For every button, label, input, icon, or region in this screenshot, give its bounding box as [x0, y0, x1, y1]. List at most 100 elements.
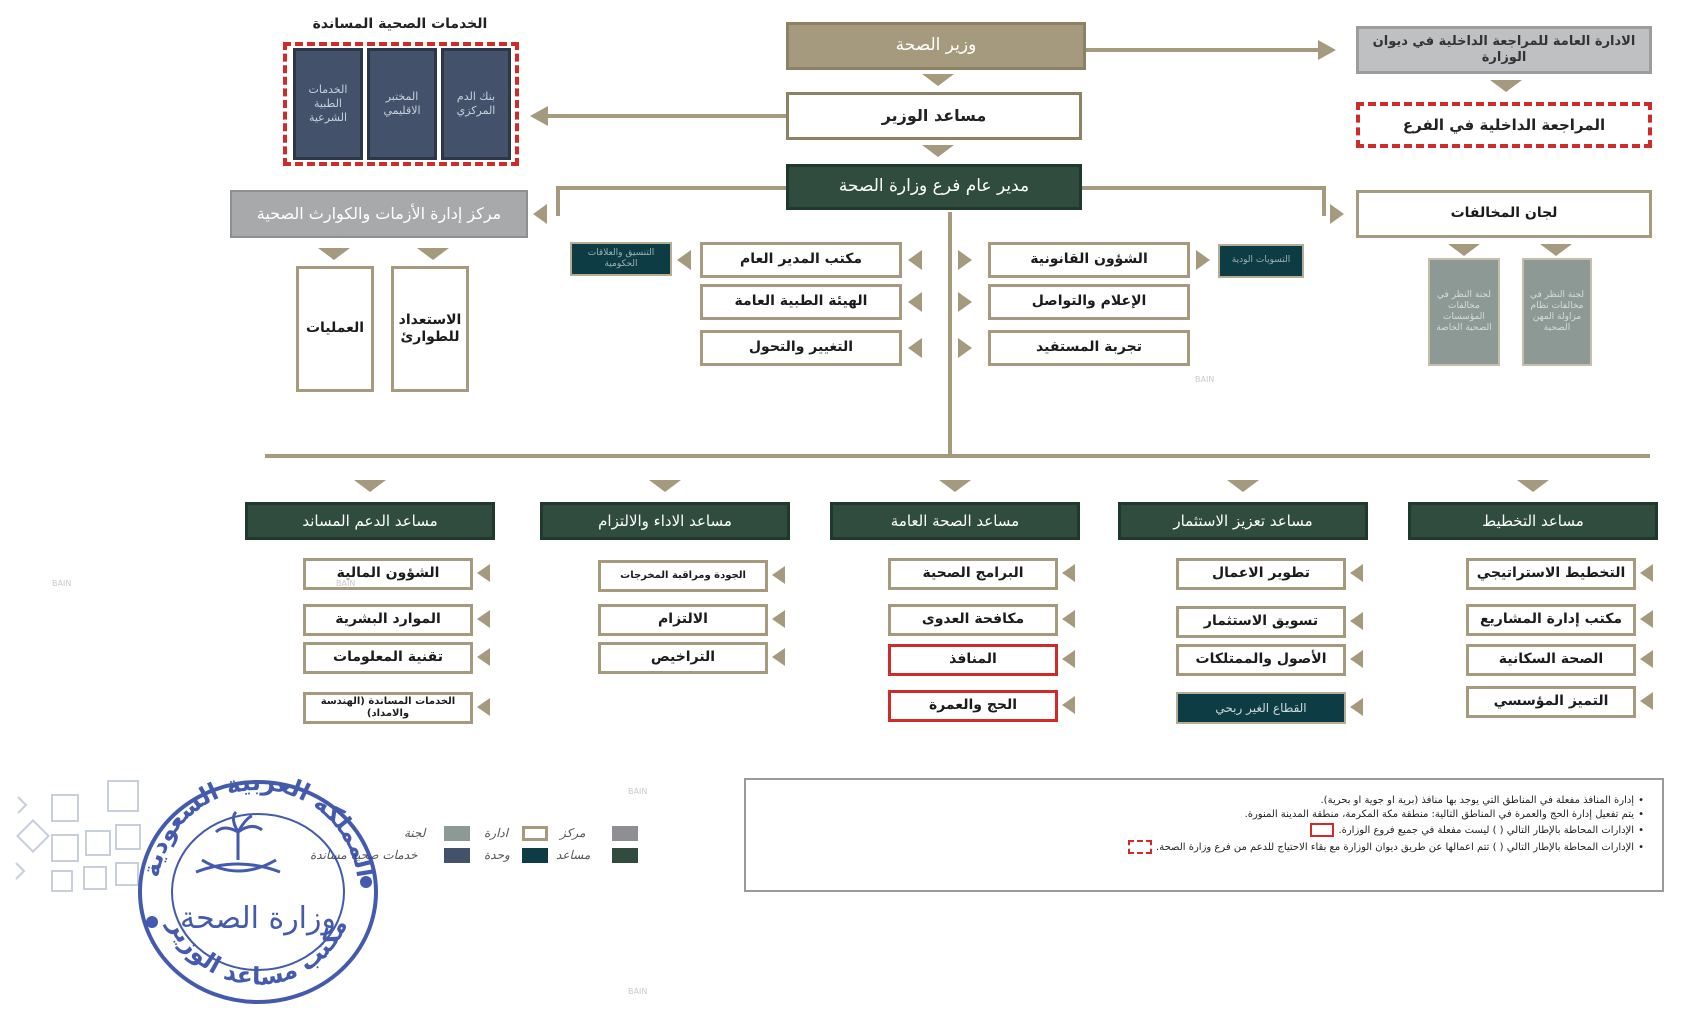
- department-label: تطوير الاعمال: [1211, 565, 1311, 582]
- department-label: الأصول والممتلكات: [1195, 651, 1327, 668]
- department-box[interactable]: الجودة ومراقبة المخرجات: [598, 560, 768, 592]
- department-box[interactable]: الحج والعمرة: [888, 690, 1058, 722]
- arrow-left-icon: [1350, 698, 1363, 716]
- assistant-title: مساعد الصحة العامة: [890, 511, 1020, 530]
- department-box[interactable]: التخطيط الاستراتيجي: [1466, 558, 1636, 590]
- arrow-right-icon: [958, 250, 972, 270]
- assistant-title-box[interactable]: مساعد الصحة العامة: [830, 502, 1080, 540]
- office-change-transformation[interactable]: التغيير والتحول: [700, 330, 902, 366]
- department-box[interactable]: التميز المؤسسي: [1466, 686, 1636, 718]
- office-label: مكتب المدير العام: [739, 251, 863, 268]
- arrow-right-icon: [1318, 40, 1336, 60]
- branch-director-box[interactable]: مدير عام فرع وزارة الصحة: [786, 164, 1082, 210]
- internal-audit-general-box[interactable]: الادارة العامة للمراجعة الداخلية في ديوا…: [1356, 26, 1652, 74]
- department-label: التخطيط الاستراتيجي: [1476, 565, 1626, 582]
- legend-swatch-administration: [522, 826, 548, 841]
- department-box[interactable]: البرامج الصحية: [888, 558, 1058, 590]
- legend-swatch-committee: [444, 826, 470, 841]
- assistant-title-box[interactable]: مساعد تعزيز الاستثمار: [1118, 502, 1368, 540]
- committee-label: لجنة النظر في مخالفات نظام مزاولة المهن …: [1530, 289, 1584, 334]
- department-box[interactable]: الخدمات المساندة (الهندسة والامداد): [303, 692, 473, 724]
- legend-swatch-support-services: [444, 848, 470, 863]
- assistant-title-box[interactable]: مساعد التخطيط: [1408, 502, 1658, 540]
- crisis-unit-emergency-readiness[interactable]: الاستعداد للطوارئ: [391, 266, 469, 392]
- arrow-left-icon: [1062, 610, 1075, 628]
- department-box[interactable]: الأصول والممتلكات: [1176, 644, 1346, 676]
- support-service-forensic[interactable]: الخدمات الطبية الشرعية: [293, 48, 363, 160]
- office-director-general[interactable]: مكتب المدير العام: [700, 242, 902, 278]
- department-box[interactable]: تقنية المعلومات: [303, 642, 473, 674]
- support-service-label: بنك الدم المركزي: [456, 90, 496, 117]
- decorative-squares-icon: [15, 780, 141, 892]
- note-item: •الإدارات المحاطة بالإطار التالي ( ) تتم…: [764, 840, 1644, 854]
- assistant-title-box[interactable]: مساعد الدعم المساند: [245, 502, 495, 540]
- violations-committees-box[interactable]: لجان المخالفات: [1356, 190, 1652, 238]
- arrow-right-icon: [958, 292, 972, 312]
- legend-swatch-assistant: [612, 848, 638, 863]
- department-box[interactable]: المنافذ: [888, 644, 1058, 676]
- internal-audit-branch-label: المراجعة الداخلية في الفرع: [1402, 115, 1606, 134]
- legend-label-support-services: خدمات صحية مساندة: [310, 848, 418, 862]
- minister-box[interactable]: وزير الصحة: [786, 22, 1086, 70]
- office-beneficiary-experience[interactable]: تجربة المستفيد: [988, 330, 1190, 366]
- official-stamp: المملكة العربية السعودية مكتب مساعد الوز…: [137, 768, 379, 1004]
- bullet-icon: •: [1638, 795, 1644, 806]
- department-box[interactable]: القطاع الغير ربحي: [1176, 692, 1346, 724]
- minister-label: وزير الصحة: [895, 35, 977, 56]
- department-box[interactable]: الموارد البشرية: [303, 604, 473, 636]
- stamp-center-text: وزارة الصحة: [180, 901, 336, 936]
- assistant-title: مساعد الاداء والالتزام: [598, 511, 732, 530]
- gov-relations-label: التنسيق والعلاقات الحكومية: [587, 247, 655, 269]
- arrow-down-icon: [1490, 80, 1522, 92]
- department-box[interactable]: تسويق الاستثمار: [1176, 606, 1346, 638]
- arrow-left-icon: [477, 698, 490, 716]
- arrow-left-icon: [477, 648, 490, 666]
- minister-assistant-label: مساعد الوزير: [881, 106, 987, 125]
- arrow-left-icon: [1062, 696, 1075, 714]
- committee-private-institutions[interactable]: لجنة النظر في مخالفات المؤسسات الصحية ال…: [1428, 258, 1500, 366]
- support-service-label: الخدمات الطبية الشرعية: [308, 83, 348, 124]
- department-box[interactable]: الشؤون المالية: [303, 558, 473, 590]
- arrow-down-icon: [1517, 480, 1549, 492]
- office-medical-board[interactable]: الهيئة الطبية العامة: [700, 284, 902, 320]
- department-box[interactable]: مكتب إدارة المشاريع: [1466, 604, 1636, 636]
- minister-assistant-box[interactable]: مساعد الوزير: [786, 92, 1082, 140]
- assistant-title: مساعد الدعم المساند: [302, 511, 438, 530]
- legend-label-administration: ادارة: [484, 826, 509, 840]
- legend-label-unit: وحدة: [484, 848, 510, 862]
- office-label: التغيير والتحول: [748, 339, 854, 356]
- office-label: الهيئة الطبية العامة: [734, 293, 868, 310]
- watermark-text: BAIN: [628, 987, 648, 996]
- note-text: الإدارات المحاطة بالإطار التالي ( ) ليست…: [1338, 824, 1635, 836]
- crisis-unit-label: العمليات: [305, 320, 365, 337]
- assistant-title-box[interactable]: مساعد الاداء والالتزام: [540, 502, 790, 540]
- department-box[interactable]: الصحة السكانية: [1466, 644, 1636, 676]
- arrow-left-icon: [533, 204, 547, 224]
- department-box[interactable]: تطوير الاعمال: [1176, 558, 1346, 590]
- office-legal-affairs[interactable]: الشؤون القانونية: [988, 242, 1190, 278]
- support-service-blood-bank[interactable]: بنك الدم المركزي: [441, 48, 511, 160]
- office-label: الشؤون القانونية: [1030, 251, 1148, 268]
- crisis-center-box[interactable]: مركز إدارة الأزمات والكوارث الصحية: [230, 190, 528, 238]
- amicable-settlements-box[interactable]: التسويات الودية: [1218, 244, 1304, 278]
- arrow-down-icon: [354, 480, 386, 492]
- committee-professions[interactable]: لجنة النظر في مخالفات نظام مزاولة المهن …: [1522, 258, 1592, 366]
- office-label: الإعلام والتواصل: [1031, 293, 1147, 310]
- department-box[interactable]: التراخيص: [598, 642, 768, 674]
- crisis-unit-operations[interactable]: العمليات: [296, 266, 374, 392]
- arrow-left-icon: [1062, 564, 1075, 582]
- department-label: الجودة ومراقبة المخرجات: [620, 569, 746, 581]
- arrow-down-icon: [318, 248, 350, 260]
- department-box[interactable]: الالتزام: [598, 604, 768, 636]
- support-service-regional-lab[interactable]: المختبر الاقليمي: [367, 48, 437, 160]
- department-box[interactable]: مكافحة العدوى: [888, 604, 1058, 636]
- committee-label: لجنة النظر في مخالفات المؤسسات الصحية ال…: [1436, 289, 1492, 334]
- gov-relations-box[interactable]: التنسيق والعلاقات الحكومية: [570, 242, 672, 276]
- arrow-left-icon: [1350, 564, 1363, 582]
- watermark-text: BAIN: [52, 579, 72, 588]
- arrow-left-icon: [908, 250, 922, 270]
- watermark-text: BAIN: [1195, 375, 1215, 384]
- office-media-communication[interactable]: الإعلام والتواصل: [988, 284, 1190, 320]
- arrow-left-icon: [1640, 610, 1653, 628]
- internal-audit-branch-box[interactable]: المراجعة الداخلية في الفرع: [1356, 102, 1652, 148]
